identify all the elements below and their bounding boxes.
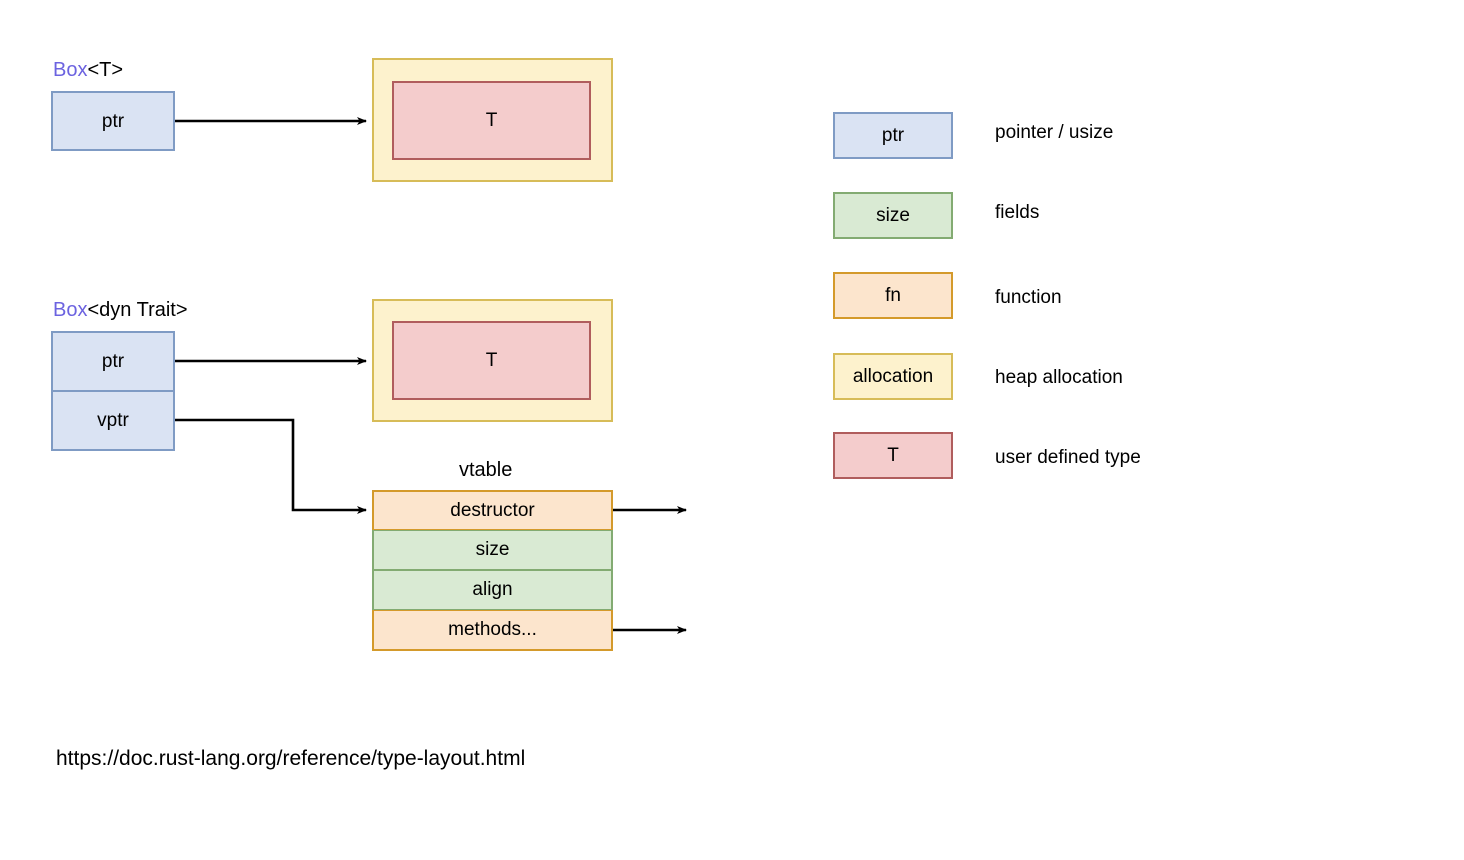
boxt-title-rest: <T> [87, 59, 124, 81]
legend-description-fields: fields [995, 202, 1040, 223]
legend-swatch-allocation: allocation [833, 353, 953, 400]
vtable-row-size-label: size [475, 539, 510, 560]
boxdyn-title-rest: <dyn Trait> [87, 299, 188, 321]
boxt-title: Box<T> [53, 60, 123, 80]
vtable-row-size: size [372, 530, 613, 570]
boxdyn-title: Box<dyn Trait> [53, 300, 188, 320]
boxdyn-vptr-label: vptr [97, 410, 129, 431]
boxdyn-ptr-label: ptr [101, 351, 125, 372]
wire-vptr-to-vtable [175, 418, 367, 514]
boxt-allocation-type-label: T [485, 110, 498, 131]
boxt-ptr-label: ptr [101, 110, 125, 132]
legend-swatch-udt: T [833, 432, 953, 479]
vtable-row-destructor: destructor [372, 490, 613, 530]
vtable-row-align-label: align [472, 579, 513, 600]
legend-swatch-ptr: ptr [833, 112, 953, 159]
vtable-row-destructor-label: destructor [450, 499, 535, 521]
legend-description-user-defined-type: user defined type [995, 447, 1141, 468]
legend-description-ptr: pointer / usize [995, 122, 1114, 143]
legend-description-function: function [995, 287, 1062, 308]
legend-description-heap-allocation: heap allocation [995, 367, 1123, 388]
legend-swatch-ptr-label: ptr [881, 125, 905, 146]
legend-swatch-udt-label: T [887, 445, 899, 466]
legend-swatch-size-label: size [876, 205, 910, 226]
boxdyn-vptr-cell: vptr [51, 391, 175, 451]
legend-swatch-size: size [833, 192, 953, 239]
source-url: https://doc.rust-lang.org/reference/type… [56, 747, 526, 770]
boxdyn-allocation-type: T [392, 321, 591, 400]
vtable-title: vtable [459, 459, 513, 481]
boxdyn-ptr-cell: ptr [51, 331, 175, 391]
boxdyn-title-keyword: Box [53, 299, 88, 321]
legend-swatch-fn-label: fn [885, 285, 901, 306]
boxdyn-allocation-type-label: T [485, 350, 498, 371]
legend-swatch-fn: fn [833, 272, 953, 319]
legend-swatch-allocation-label: allocation [852, 366, 934, 387]
boxt-ptr-cell: ptr [51, 91, 175, 151]
boxt-allocation-type: T [392, 81, 591, 160]
vtable-row-align: align [372, 570, 613, 610]
vtable-row-methods-label: methods... [448, 619, 537, 640]
boxt-title-keyword: Box [53, 59, 88, 81]
vtable-row-methods: methods... [372, 610, 613, 651]
